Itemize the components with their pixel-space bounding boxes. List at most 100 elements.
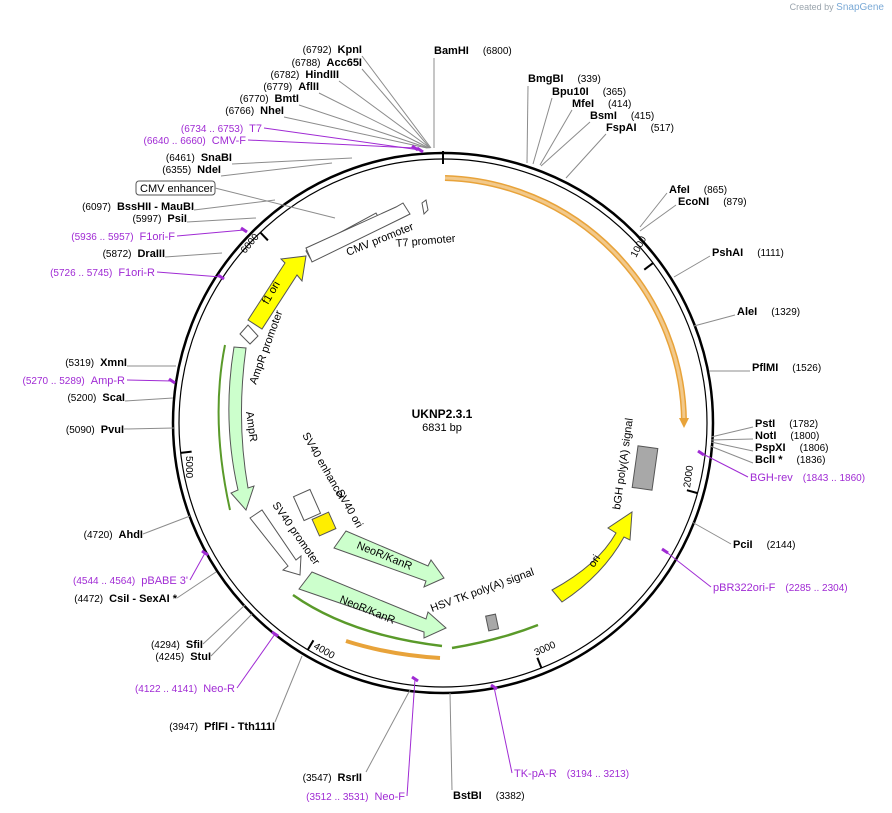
site-leader-line — [691, 521, 732, 545]
hsv-tk-polya-box[interactable] — [485, 613, 500, 632]
site-leader-line — [540, 121, 591, 167]
cmv-promoter-arrow[interactable] — [305, 202, 411, 263]
restriction-site[interactable]: AfeI(865) — [669, 184, 727, 196]
restriction-site[interactable]: Bpu10I(365) — [552, 86, 626, 98]
primer-position: (5936 .. 5957) — [71, 232, 133, 243]
restriction-site[interactable]: DraIII(5872) — [103, 248, 165, 260]
restriction-site[interactable]: AhdI(4720) — [84, 529, 143, 541]
primer-binding-site[interactable]: BGH-rev(1843 .. 1860) — [697, 449, 865, 484]
restriction-site[interactable]: CsiI - SexAI *(4472) — [74, 593, 177, 605]
site-leader-line — [124, 397, 174, 402]
primer-mark — [490, 683, 498, 691]
ring-tick-label: 2000 — [682, 464, 696, 488]
site-leader-line — [693, 314, 736, 327]
site-leader-line — [639, 192, 668, 228]
t7-promoter-arrow[interactable] — [421, 199, 429, 216]
site-name: XmnI — [100, 357, 127, 369]
restriction-site[interactable]: NdeI(6355) — [162, 164, 221, 176]
restriction-site[interactable]: PspXI(1806) — [755, 442, 828, 454]
primer-binding-site[interactable]: F1ori-F(5936 .. 5957) — [71, 226, 248, 243]
site-position: (6792) — [303, 45, 332, 56]
neor-inner-arrow[interactable] — [333, 530, 445, 588]
restriction-site[interactable]: AflII(6779) — [263, 81, 319, 93]
restriction-site[interactable]: RsrII(3547) — [303, 772, 362, 784]
primer-binding-site[interactable]: T7(6734 .. 6753) — [181, 123, 424, 154]
restriction-site[interactable]: KpnI(6792) — [303, 44, 362, 56]
site-position: (1111) — [757, 248, 784, 259]
f1-ori-arrow[interactable] — [247, 255, 307, 330]
sv40-promoter-arrow[interactable] — [249, 509, 302, 576]
ampr-arrow[interactable] — [228, 346, 255, 511]
restriction-site[interactable]: BclI *(1836) — [755, 454, 825, 466]
site-leader-line — [202, 604, 246, 645]
restriction-site[interactable]: PstI(1782) — [755, 418, 818, 430]
restriction-site[interactable]: SnaBI(6461) — [166, 152, 232, 164]
site-name: PshAI — [712, 247, 743, 259]
site-position: (5997) — [133, 214, 162, 225]
site-name: SnaBI — [201, 152, 232, 164]
site-name: PciI — [733, 539, 753, 551]
primer-labels: T7(6734 .. 6753)CMV-F(6640 .. 6660) F1ori… — [23, 123, 866, 803]
restriction-site[interactable]: StuI(4245) — [155, 651, 211, 663]
site-leader-line — [449, 692, 453, 791]
restriction-site[interactable]: PsiI(5997) — [133, 213, 187, 225]
sv40-ori-box[interactable] — [311, 511, 337, 537]
bgh-polya-box[interactable] — [631, 445, 659, 491]
neor-orf-halo — [292, 593, 443, 648]
restriction-site[interactable]: MfeI(414) — [572, 98, 631, 110]
restriction-site[interactable]: SfiI(4294) — [151, 639, 203, 651]
restriction-site[interactable]: FspAI(517) — [606, 122, 674, 134]
restriction-site[interactable]: PshAI (1111) — [712, 247, 784, 259]
restriction-site[interactable]: PflMI(1526) — [752, 362, 821, 374]
restriction-site[interactable]: AleI(1329) — [737, 306, 800, 318]
primer-binding-site[interactable]: CMV-F(6640 .. 6660) — [144, 135, 419, 152]
site-leader-line — [298, 104, 429, 149]
restriction-site[interactable]: BamHI(6800) — [434, 45, 512, 57]
primer-position: (4544 .. 4564) — [73, 576, 135, 587]
site-position: (4245) — [155, 652, 184, 663]
site-name: NdeI — [197, 164, 221, 176]
restriction-site[interactable]: XmnI(5319) — [65, 357, 127, 369]
neor-outer-arrow[interactable] — [298, 571, 447, 639]
sv40-enhancer-box[interactable] — [292, 488, 322, 522]
restriction-site[interactable]: PciI (2144) — [733, 539, 795, 551]
restriction-site[interactable]: ScaI(5200) — [67, 392, 125, 404]
primer-binding-site[interactable]: Neo-R(4122 .. 4141) — [135, 630, 279, 695]
feature-shapes — [217, 175, 689, 660]
orf-orange-arrowhead — [679, 418, 689, 428]
ori-arrow[interactable] — [551, 511, 633, 603]
restriction-site[interactable]: NheI(6766) — [225, 105, 284, 117]
site-leader-line — [274, 655, 303, 723]
primer-binding-site[interactable]: Amp-R(5270 .. 5289) — [23, 375, 176, 387]
restriction-site[interactable]: Acc65I(6788) — [292, 57, 362, 69]
site-name: CsiI - SexAI * — [109, 593, 178, 605]
primer-leader-line — [156, 271, 222, 278]
restriction-site[interactable]: BmtI(6770) — [240, 93, 299, 105]
primer-binding-site[interactable]: TK-pA-R(3194 .. 3213) — [490, 683, 629, 780]
restriction-site[interactable]: HindIII(6782) — [270, 69, 339, 81]
restriction-site[interactable]: PvuI(5090) — [66, 424, 124, 436]
green-orf-bottom-arrow — [451, 623, 539, 650]
restriction-site[interactable]: EcoNI(879) — [678, 196, 747, 208]
ampr-promoter-arrow[interactable] — [239, 324, 259, 345]
primer-name: F1ori-R — [118, 267, 155, 279]
site-leader-line — [710, 426, 754, 438]
restriction-site[interactable]: BstBI(3382) — [453, 790, 525, 802]
restriction-site[interactable]: BsmI(415) — [590, 110, 654, 122]
primer-binding-site[interactable]: pBABE 3'(4544 .. 4564) — [73, 549, 209, 587]
primer-mark — [240, 226, 248, 234]
restriction-site[interactable]: BssHII - MauBI(6097) — [82, 201, 194, 213]
site-name: BmgBI — [528, 73, 563, 85]
restriction-site[interactable]: PflFI - Tth111I(3947) — [169, 721, 275, 733]
restriction-site[interactable]: BmgBI(339) — [528, 73, 601, 85]
primer-position: (4122 .. 4141) — [135, 684, 197, 695]
primer-leader-line — [176, 229, 245, 237]
primer-binding-site[interactable]: pBR322ori-F(2285 .. 2304) — [661, 547, 848, 594]
primer-mark — [661, 547, 669, 555]
primer-name: Amp-R — [91, 375, 125, 387]
primer-binding-site[interactable]: F1ori-R(5726 .. 5745) — [50, 267, 225, 281]
primer-binding-site[interactable]: Neo-F(3512 .. 3531) — [306, 675, 419, 803]
restriction-site[interactable]: NotI(1800) — [755, 430, 819, 442]
site-position: (2144) — [767, 540, 796, 551]
primer-leader-line — [126, 379, 173, 382]
